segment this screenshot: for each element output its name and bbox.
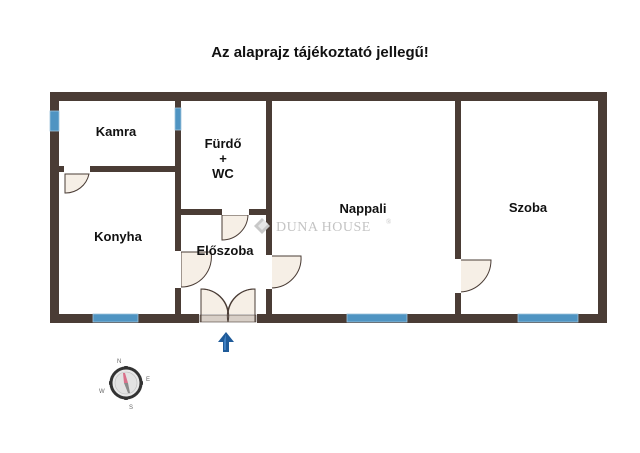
windows (49, 107, 579, 323)
window-szoba (517, 313, 579, 323)
watermark-registered: ® (386, 218, 392, 226)
arrow-up-icon (218, 332, 234, 352)
door-furdo (221, 214, 249, 241)
compass-e: E (146, 377, 150, 383)
duna-house-logo-icon (254, 218, 270, 234)
door-konyha-kamra (64, 173, 90, 194)
compass-n: N (117, 359, 121, 365)
compass-s: S (129, 405, 133, 411)
room-label-furdo-plus: + (219, 151, 227, 166)
doors (64, 173, 492, 316)
room-label-konyha: Konyha (94, 229, 142, 244)
door-eloszoba-konyha (180, 251, 212, 288)
watermark-text: DUNA HOUSE (276, 220, 371, 235)
window-konyha (92, 313, 139, 323)
window-kamra-left (49, 110, 60, 132)
plan-disclaimer-title: Az alaprajz tájékoztató jellegű! (211, 44, 429, 61)
room-label-furdo: Fürdő (205, 136, 242, 151)
door-openings (64, 166, 461, 323)
window-furdo (174, 107, 182, 131)
room-label-wc: WC (212, 166, 234, 181)
room-labels: Kamra Fürdő + WC Konyha Előszoba Nappali… (94, 124, 548, 258)
door-szoba (459, 259, 492, 293)
entrance-door-arcs (200, 288, 256, 323)
room-label-szoba: Szoba (509, 200, 548, 215)
window-nappali (346, 313, 408, 323)
room-label-nappali: Nappali (340, 201, 387, 216)
entrance-door-right (227, 288, 256, 316)
compass-icon: N E S W (99, 359, 150, 411)
room-label-kamra: Kamra (96, 124, 137, 139)
compass-w: W (99, 389, 105, 395)
duna-house-watermark: DUNA HOUSE ® (254, 218, 392, 235)
entrance-door-left (200, 288, 229, 316)
door-nappali (270, 255, 302, 289)
room-label-eloszoba: Előszoba (196, 243, 254, 258)
